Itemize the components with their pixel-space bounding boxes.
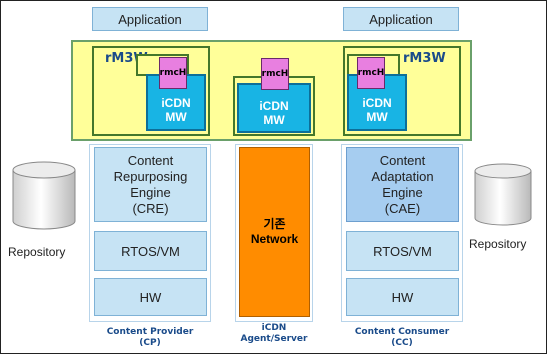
mw-left-line2: MW — [165, 109, 187, 124]
cae-box: Content Adaptation Engine (CAE) — [346, 147, 459, 222]
caption-content-provider: Content Provider (CP) — [79, 327, 221, 349]
cre-line2: Repurposing — [113, 168, 188, 184]
caption-left-line2: (CP) — [139, 338, 161, 348]
caption-right-line1: Content Consumer — [354, 327, 450, 337]
mw-left-line1: iCDN — [161, 95, 191, 110]
rmch-right: rmcH — [357, 57, 385, 89]
caption-icdn-agent-server: iCDN Agent/Server — [230, 323, 318, 345]
repository-label-right: Repository — [469, 237, 527, 251]
icdn-mw-center: iCDN MW — [237, 83, 311, 133]
mw-right-line2: MW — [366, 109, 388, 124]
existing-network-box: 기존 Network — [239, 147, 310, 317]
network-line1: 기존 — [263, 217, 286, 231]
hw-box-right: HW — [346, 278, 459, 316]
caption-center-line1: iCDN — [261, 323, 287, 333]
cae-line1: Content — [379, 152, 426, 168]
repository-cylinder-right — [474, 163, 532, 226]
caption-left-line1: Content Provider — [106, 327, 194, 337]
rmch-left: rmcH — [159, 57, 187, 89]
cae-line2: Adaptation — [371, 168, 434, 184]
application-box-left: Application — [92, 7, 208, 31]
repository-cylinder-left — [12, 161, 76, 230]
caption-center-line2: Agent/Server — [240, 334, 308, 344]
cre-line1: Content — [127, 152, 174, 168]
cae-line4: (CAE) — [384, 200, 421, 216]
cre-line4: (CRE) — [132, 200, 169, 216]
rmch-center: rmcH — [261, 58, 289, 90]
application-box-right: Application — [343, 7, 459, 31]
caption-right-line2: (CC) — [391, 338, 413, 348]
rm3w-label-right: rM3W — [403, 51, 446, 66]
rtos-vm-box-left: RTOS/VM — [94, 231, 207, 271]
rtos-vm-box-right: RTOS/VM — [346, 231, 459, 271]
mw-center-line2: MW — [263, 113, 285, 127]
cre-box: Content Repurposing Engine (CRE) — [94, 147, 207, 222]
caption-content-consumer: Content Consumer (CC) — [331, 327, 473, 349]
cre-line3: Engine — [130, 184, 171, 200]
mw-right-line1: iCDN — [362, 95, 392, 110]
cae-line3: Engine — [382, 184, 423, 200]
hw-box-left: HW — [94, 278, 207, 316]
network-line2: Network — [250, 232, 299, 246]
repository-label-left: Repository — [8, 245, 66, 259]
mw-center-line1: iCDN — [259, 99, 289, 113]
